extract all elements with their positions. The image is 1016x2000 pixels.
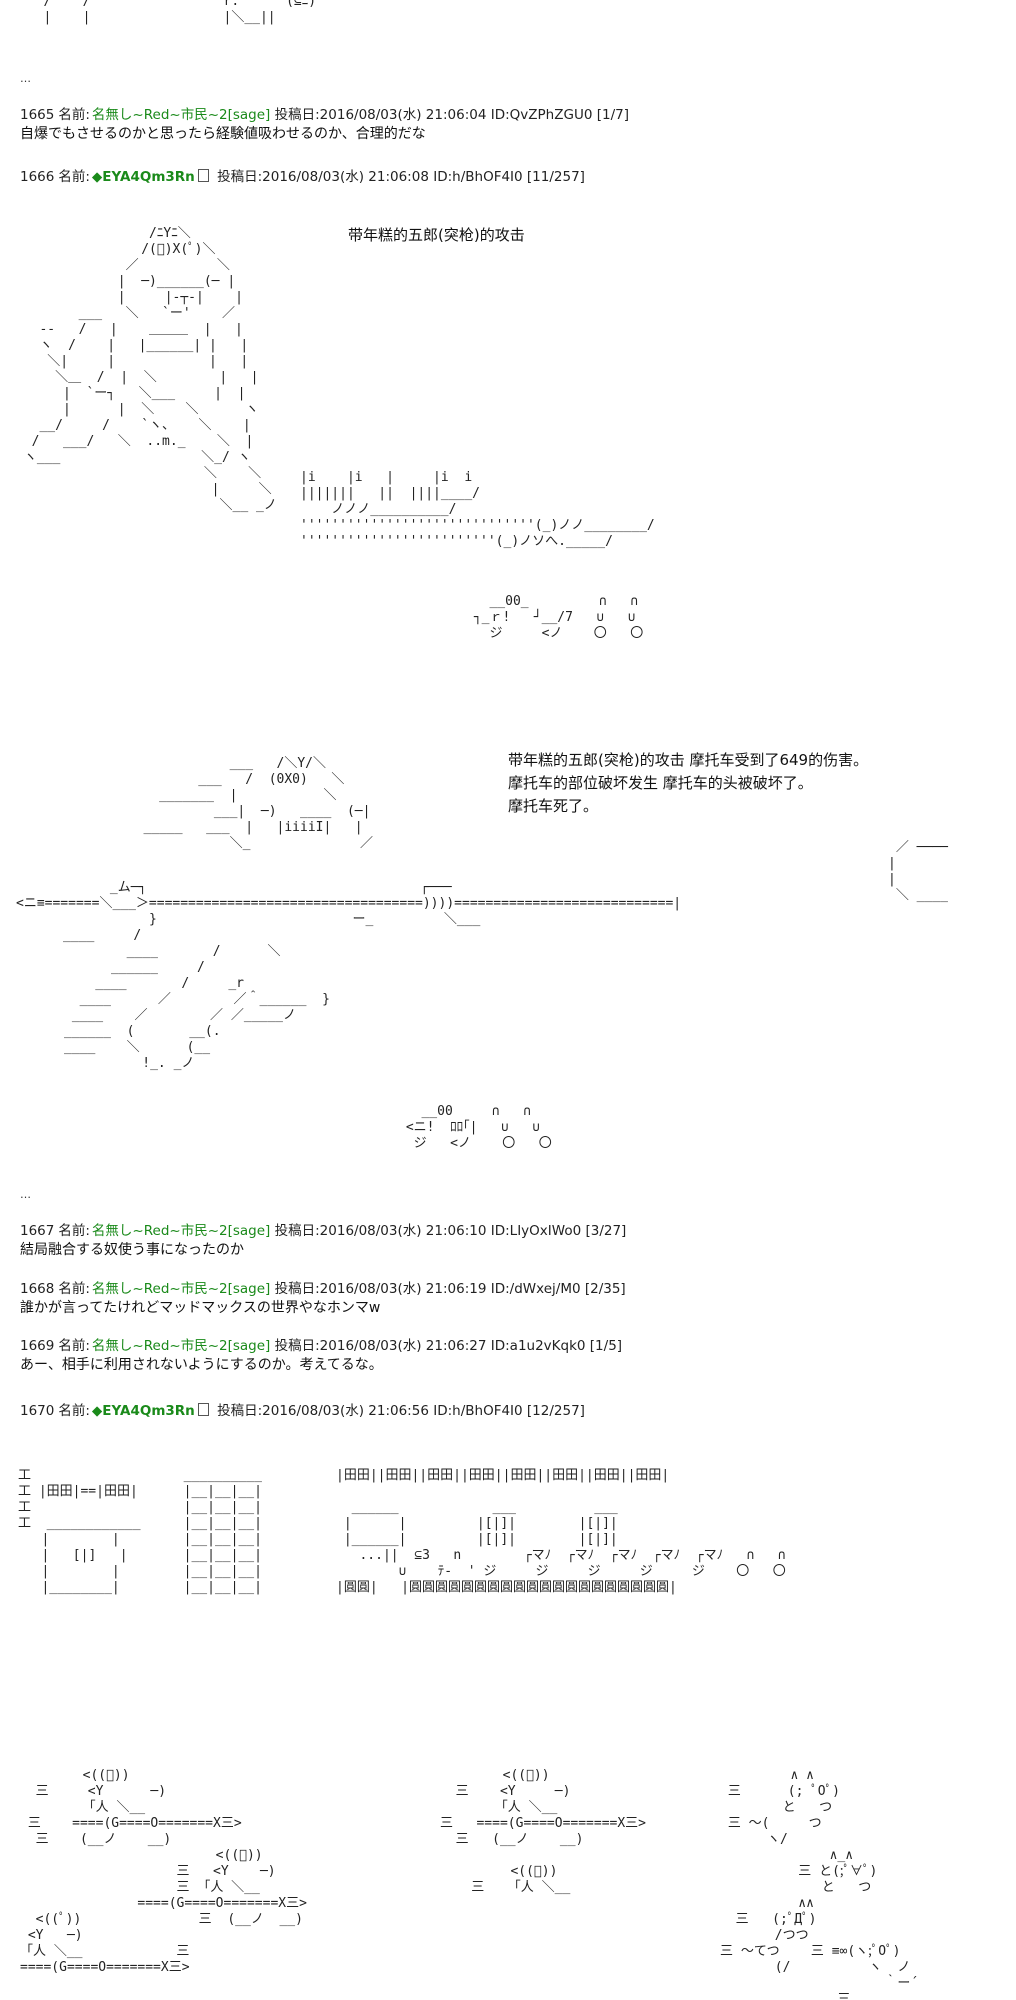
missing-glyph-icon — [197, 1403, 209, 1416]
poster-name[interactable]: 名無し~Red~市民~2 — [91, 107, 228, 123]
post-id[interactable]: ID:/dWxej/M0 [2/35] — [490, 1281, 626, 1297]
sage-mail: [sage] — [227, 1338, 271, 1354]
name-label: 名前: — [58, 107, 90, 123]
name-label: 名前: — [58, 1281, 90, 1297]
caption-attack-1: 带年糕的五郎(突枪)的攻击 — [348, 226, 525, 244]
aa-building-left: 工 工 |田田|==|田田| 工 工 ____________ | | | [|… — [18, 1468, 141, 1595]
poster-trip[interactable]: ◆EYA4Qm3Rn — [91, 169, 195, 185]
post-id[interactable]: ID:h/BhOF4I0 [11/257] — [433, 169, 585, 185]
post-body-1669: あー、相手に利用されないようにするのか。考えてるな。 — [20, 1357, 383, 1373]
poster-trip[interactable]: ◆EYA4Qm3Rn — [91, 1403, 195, 1419]
aa-chase-riders-mid: <((ﾟ)) 三 <Y ─) 「人 ＼__ 三 ====(G====O=====… — [440, 1768, 647, 1895]
post-id[interactable]: ID:LIyOxIWo0 [3/27] — [490, 1223, 627, 1239]
post-id[interactable]: ID:h/BhOF4I0 [12/257] — [433, 1403, 585, 1419]
post-number: 1666 — [20, 169, 55, 185]
aa-spear-bike: |i |i | |i i ||||||| || ||||____/ ノノノ___… — [300, 470, 655, 549]
post-number: 1669 — [20, 1338, 55, 1354]
poster-name[interactable]: 名無し~Red~市民~2 — [91, 1223, 228, 1239]
aa-top-fragment: / / r. (⊆ﾆ) | | |＼__|| — [43, 0, 317, 25]
post-number: 1670 — [20, 1403, 55, 1419]
aa-goro-thrust: ___ /＼Y/＼ ___ / (0X0) ＼ _______ | ＼ ___|… — [143, 756, 373, 851]
sage-mail: [sage] — [227, 107, 271, 123]
aa-street-row: |田田||田田||田田||田田||田田||田田||田田||田田| ______ … — [336, 1468, 786, 1595]
post-id[interactable]: ID:QvZPhZGU0 [1/7] — [490, 107, 629, 123]
post-date: 投稿日:2016/08/03(水) 21:06:08 — [217, 169, 429, 185]
post-body-1668: 誰かが言ってたけれどマッドマックスの世界やなホンマw — [20, 1300, 381, 1316]
caption-attack-2-line-2: 摩托车的部位破坏发生 摩托车的头被破坏了。 — [508, 774, 813, 792]
post-body-1665: 自爆でもさせるのかと思ったら経験値吸わせるのか、合理的だな — [20, 126, 426, 142]
aa-speed-lines: ____ / ＼ ______ / ____ / _r ____ ／ ／＾___… — [64, 944, 330, 1071]
aa-bike-wreck: ／ ──── | | ＼ ____ — [888, 840, 948, 903]
separator-1: … — [20, 72, 32, 85]
aa-chase-riders-left: <((ﾟ)) 三 <Y ─) 「人 ＼__ 三 ====(G====O=====… — [20, 1768, 307, 1975]
aa-small-chars-1: __00_ ∩ ∩ ┐_ｒ! ┘__/7 ∪ ∪ ジ <ノ 〇 〇 — [473, 594, 644, 641]
post-id[interactable]: ID:a1u2vKqk0 [1/5] — [490, 1338, 623, 1354]
post-number: 1668 — [20, 1281, 55, 1297]
post-date: 投稿日:2016/08/03(水) 21:06:10 — [274, 1223, 487, 1239]
post-body-1667: 結局融合する奴使う事になったのか — [20, 1242, 244, 1258]
poster-name[interactable]: 名無し~Red~市民~2 — [91, 1281, 228, 1297]
post-date: 投稿日:2016/08/03(水) 21:06:56 — [217, 1403, 429, 1419]
caption-attack-2-line-3: 摩托车死了。 — [508, 797, 599, 815]
name-label: 名前: — [58, 1403, 90, 1419]
post-date: 投稿日:2016/08/03(水) 21:06:27 — [274, 1338, 487, 1354]
poster-name[interactable]: 名無し~Red~市民~2 — [91, 1338, 228, 1354]
sage-mail: [sage] — [227, 1281, 271, 1297]
separator-2: … — [20, 1188, 32, 1201]
post-date: 投稿日:2016/08/03(水) 21:06:19 — [274, 1281, 487, 1297]
missing-glyph-icon — [197, 169, 209, 182]
name-label: 名前: — [58, 169, 90, 185]
aa-small-chars-2: __00 ∩ ∩ <ニ! ﾛﾛ｢| ∪ ∪ ジ <ノ 〇 〇 — [405, 1104, 552, 1151]
aa-brick-wall: __________ |__|__|__| |__|__|__| |__|__|… — [183, 1468, 262, 1595]
aa-goro-figure: /ﾆYﾆ＼ /(ﾟ)X(ﾟ)＼ ／ ＼ | ─)______(─ | | |-┬… — [23, 226, 277, 513]
name-label: 名前: — [58, 1223, 90, 1239]
post-number: 1665 — [20, 107, 55, 123]
post-number: 1667 — [20, 1223, 55, 1239]
sage-mail: [sage] — [227, 1223, 271, 1239]
aa-spear-line: _ム─┐ ┌─── <ニ≡=======＼___＞===============… — [16, 880, 682, 943]
caption-attack-2-line-1: 带年糕的五郎(突枪)的攻击 摩托车受到了649的伤害。 — [508, 751, 869, 769]
name-label: 名前: — [58, 1338, 90, 1354]
post-date: 投稿日:2016/08/03(水) 21:06:04 — [274, 107, 487, 123]
aa-fleeing-crowd: ∧ ∧ 三 (; ﾟOﾟ) と つ 三 ～( つ ヽ/ ∧_∧ 三 と(;ﾟ∀ﾟ… — [720, 1768, 919, 2000]
